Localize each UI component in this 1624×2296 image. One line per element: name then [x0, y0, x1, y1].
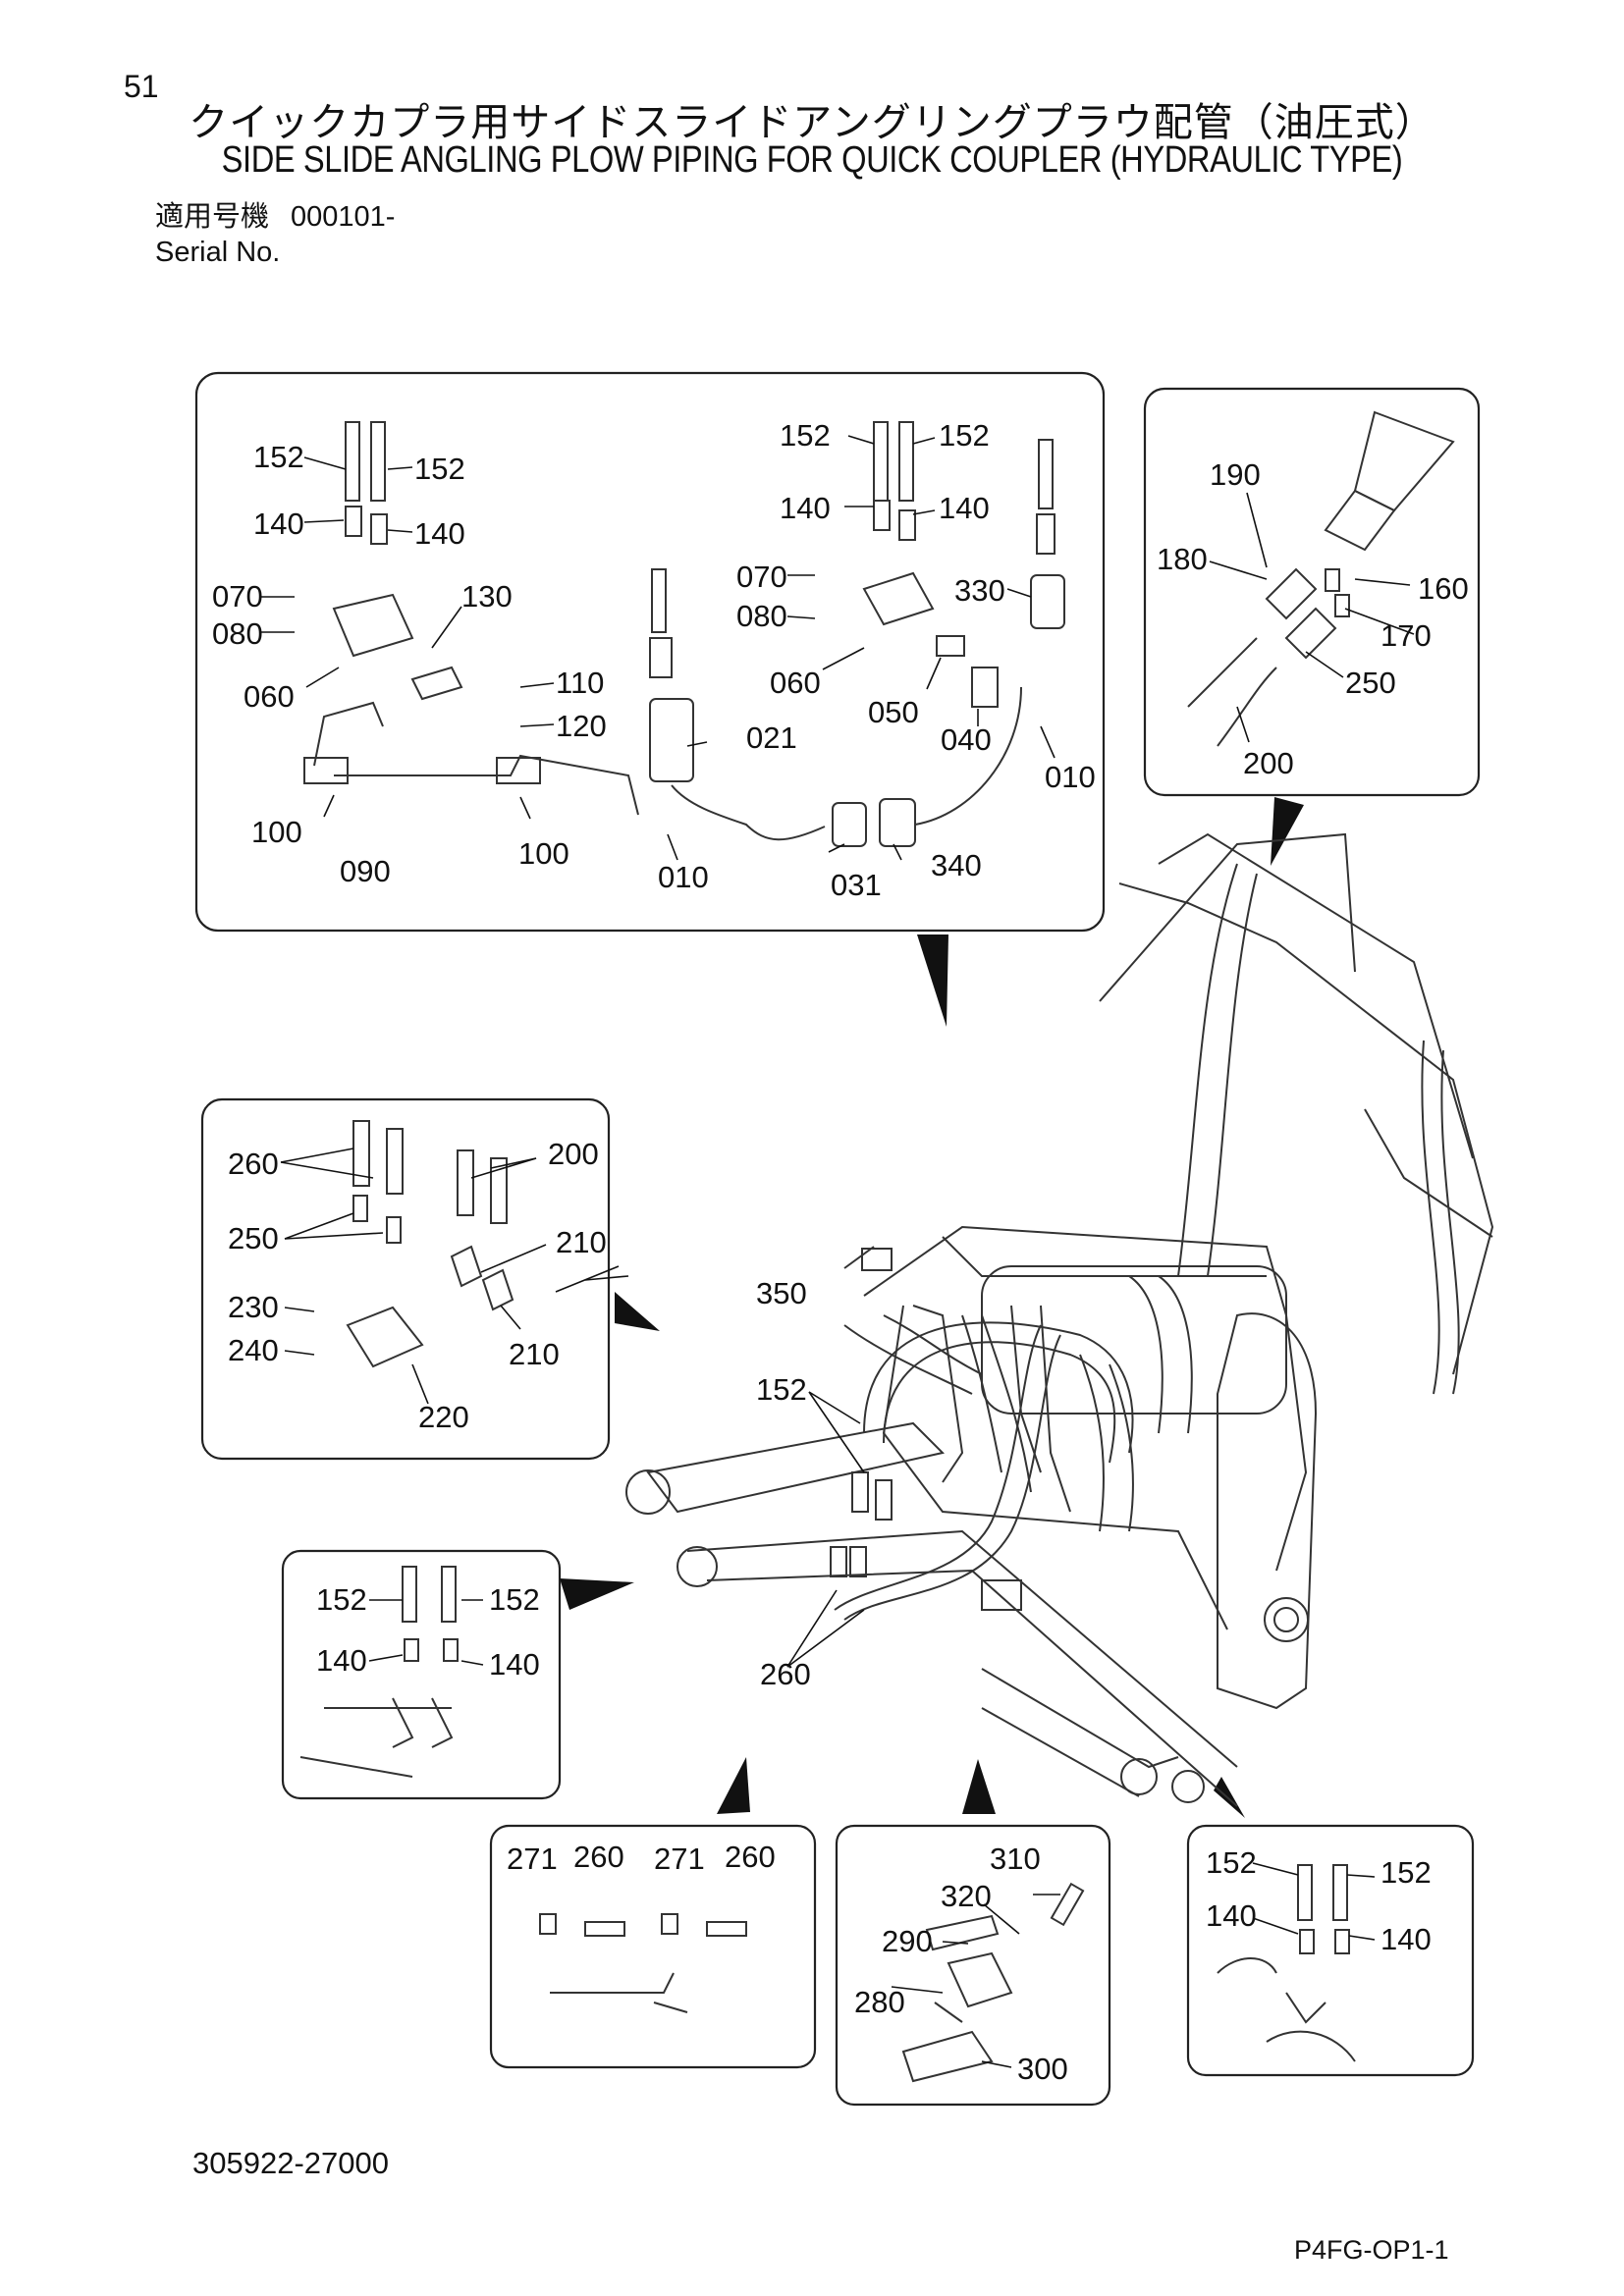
pointer-arrows	[560, 797, 1304, 1818]
leader-lines	[261, 435, 1415, 2068]
callout-label: 180	[1157, 542, 1208, 576]
callout-label: 271	[507, 1842, 558, 1876]
callout-label: 010	[658, 860, 709, 894]
callout-label: 300	[1017, 2052, 1068, 2086]
callout-label: 110	[556, 666, 604, 700]
callout-label: 260	[760, 1657, 811, 1691]
serial-value: 000101-	[291, 201, 396, 233]
callout-label: 152	[780, 418, 831, 453]
callout-label: 310	[990, 1842, 1041, 1876]
callout-label: 160	[1418, 571, 1469, 606]
detail-box-7	[1186, 1824, 1475, 2077]
callout-label: 021	[746, 721, 797, 755]
callout-label: 340	[931, 848, 982, 882]
callout-label: 170	[1380, 618, 1432, 653]
callout-label: 240	[228, 1333, 279, 1367]
callout-label: 152	[939, 418, 990, 453]
callout-label: 330	[954, 573, 1005, 608]
callout-label: 250	[1345, 666, 1396, 700]
callout-label: 120	[556, 709, 607, 743]
callout-label: 031	[831, 868, 882, 902]
callout-label: 070	[212, 579, 263, 614]
callout-label: 060	[244, 679, 295, 714]
callout-label: 050	[868, 695, 919, 729]
callout-label: 152	[1206, 1845, 1257, 1880]
box3-components	[346, 1120, 514, 1368]
detail-box-2	[1143, 387, 1481, 797]
callout-label: 090	[340, 854, 391, 888]
callout-label: 140	[253, 507, 304, 541]
callout-label: 010	[1045, 760, 1096, 794]
serial-label-en: Serial No.	[155, 237, 281, 268]
machine-assembly	[625, 832, 1494, 1807]
sheet-id: P4FG-OP1-1	[1294, 2235, 1449, 2265]
callout-label: 140	[939, 491, 990, 525]
callout-label: 140	[414, 516, 465, 551]
callout-label: 280	[854, 1985, 905, 2019]
callout-label: 230	[228, 1290, 279, 1324]
callout-label: 200	[1243, 746, 1294, 780]
callout-label: 140	[1206, 1898, 1257, 1933]
callout-label: 220	[418, 1400, 469, 1434]
callout-label: 260	[573, 1840, 624, 1874]
callout-label: 070	[736, 560, 787, 594]
callout-label: 290	[882, 1924, 933, 1958]
serial-block: 適用号機 000101- Serial No.	[155, 198, 395, 270]
callout-label: 152	[1380, 1855, 1432, 1890]
callout-label: 060	[770, 666, 821, 700]
box1-components	[303, 421, 1065, 847]
callout-label: 140	[780, 491, 831, 525]
detail-box-4	[281, 1549, 562, 1800]
detail-box-3	[200, 1097, 611, 1461]
callout-label: 100	[251, 815, 302, 849]
callout-label: 320	[941, 1879, 992, 1913]
callout-label: 250	[228, 1221, 279, 1255]
title-english: SIDE SLIDE ANGLING PLOW PIPING FOR QUICK…	[221, 139, 1403, 181]
callout-label: 100	[518, 836, 569, 871]
detail-sketches	[299, 1566, 1356, 2083]
callout-label: 200	[548, 1137, 599, 1171]
callout-label: 190	[1210, 457, 1261, 492]
detail-box-1	[194, 371, 1106, 933]
callout-label: 350	[756, 1276, 807, 1310]
title-japanese: クイックカプラ用サイドスライドアングリングプラウ配管（油圧式）	[189, 100, 1435, 145]
callout-label: 152	[253, 440, 304, 474]
detail-box-5	[489, 1824, 817, 2069]
callout-label: 152	[316, 1582, 367, 1617]
callout-label: 140	[1380, 1922, 1432, 1956]
callout-labels: 152 152 140 140 070 080 060 130 110 120 …	[212, 418, 1469, 2086]
callout-label: 210	[509, 1337, 560, 1371]
detail-box-6	[835, 1824, 1111, 2107]
callout-label: 260	[228, 1147, 279, 1181]
callout-label: 271	[654, 1842, 705, 1876]
callout-label: 260	[725, 1840, 776, 1874]
callout-label: 152	[414, 452, 465, 486]
callout-label: 080	[212, 616, 263, 651]
document-number: 305922-27000	[192, 2146, 389, 2180]
callout-label: 210	[556, 1225, 607, 1259]
callout-label: 040	[941, 722, 992, 757]
serial-label-jp: 適用号機	[155, 199, 270, 233]
callout-label: 140	[489, 1647, 540, 1682]
callout-label: 140	[316, 1643, 367, 1678]
page-number: 51	[124, 69, 159, 104]
callout-label: 130	[461, 579, 513, 614]
box2-components	[1187, 410, 1455, 747]
callout-label: 152	[489, 1582, 540, 1617]
callout-label: 080	[736, 599, 787, 633]
callout-label: 152	[756, 1372, 807, 1407]
